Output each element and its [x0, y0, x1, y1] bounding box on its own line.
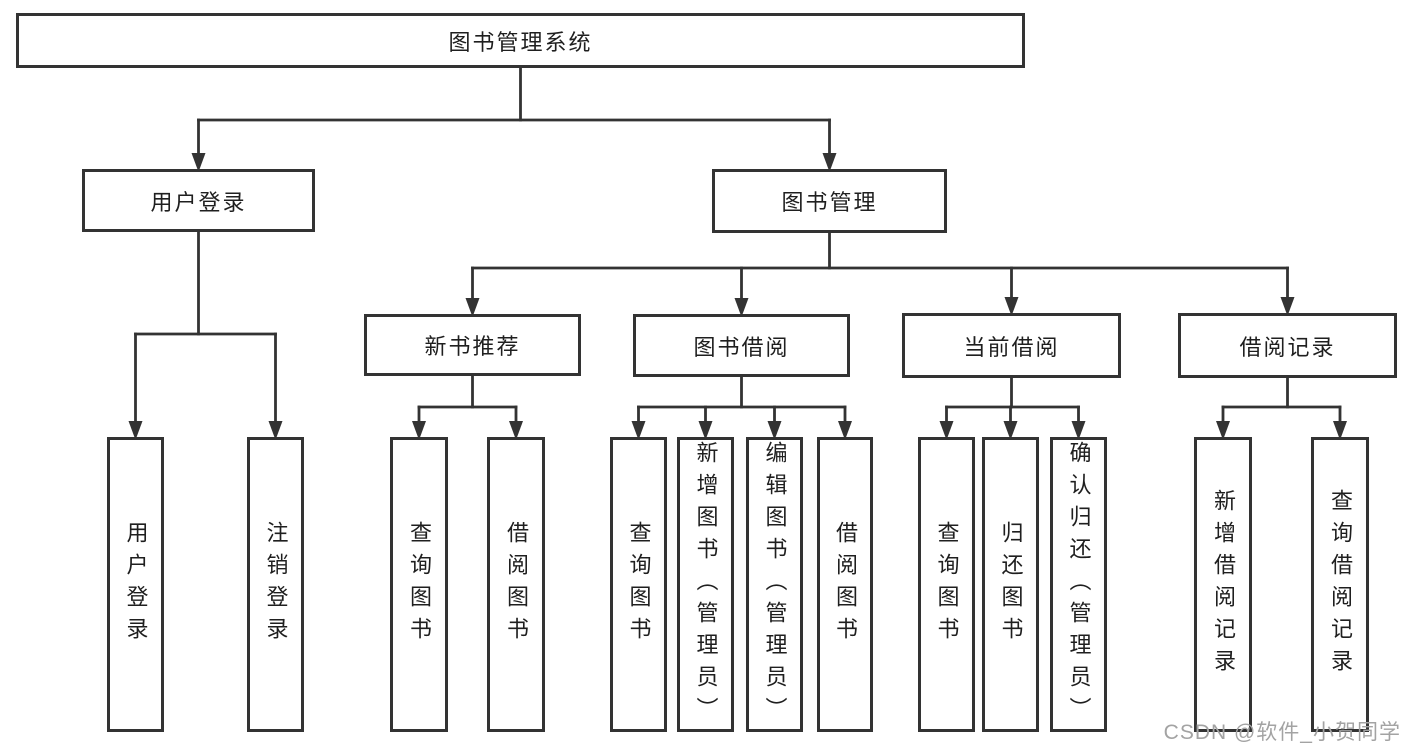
node-cb-confirm: 确认归还（管理员）: [1050, 437, 1107, 732]
arrowhead-icon: [268, 421, 283, 440]
node-cb-query: 查询图书: [918, 437, 975, 732]
node-borrow-record: 借阅记录: [1178, 313, 1397, 378]
arrowhead-icon: [939, 421, 954, 440]
arrowhead-icon: [631, 421, 646, 440]
arrowhead-icon: [838, 421, 852, 440]
node-br-add: 新增借阅记录: [1194, 437, 1252, 732]
arrowhead-icon: [465, 298, 480, 317]
arrowhead-icon: [767, 421, 782, 440]
arrowhead-icon: [1003, 421, 1018, 440]
node-book-mgmt: 图书管理: [712, 169, 947, 233]
node-new-book: 新书推荐: [364, 314, 581, 376]
arrowhead-icon: [1333, 421, 1347, 440]
node-ul-login: 用户登录: [107, 437, 164, 732]
node-bb-query: 查询图书: [610, 437, 667, 732]
arrowhead-icon: [509, 421, 523, 440]
watermark: CSDN @软件_小贺同学: [1163, 721, 1401, 744]
arrowhead-icon: [1071, 421, 1086, 440]
arrowhead-icon: [822, 153, 837, 172]
node-book-borrow: 图书借阅: [633, 314, 850, 377]
node-nb-query: 查询图书: [390, 437, 448, 732]
node-root: 图书管理系统: [16, 13, 1025, 68]
arrowhead-icon: [1280, 297, 1295, 316]
node-current-borrow: 当前借阅: [902, 313, 1121, 378]
node-nb-borrow: 借阅图书: [487, 437, 545, 732]
arrowhead-icon: [1216, 421, 1230, 440]
arrowhead-icon: [698, 421, 713, 440]
node-ul-logout: 注销登录: [247, 437, 304, 732]
arrowhead-icon: [191, 153, 206, 172]
arrowhead-icon: [412, 421, 426, 440]
node-bb-edit: 编辑图书（管理员）: [746, 437, 803, 732]
arrowhead-icon: [734, 298, 749, 317]
node-bb-add: 新增图书（管理员）: [677, 437, 734, 732]
node-cb-return: 归还图书: [982, 437, 1039, 732]
node-bb-borrow: 借阅图书: [817, 437, 873, 732]
node-br-query: 查询借阅记录: [1311, 437, 1369, 732]
node-user-login: 用户登录: [82, 169, 315, 232]
arrowhead-icon: [1004, 297, 1019, 316]
arrowhead-icon: [128, 421, 143, 440]
